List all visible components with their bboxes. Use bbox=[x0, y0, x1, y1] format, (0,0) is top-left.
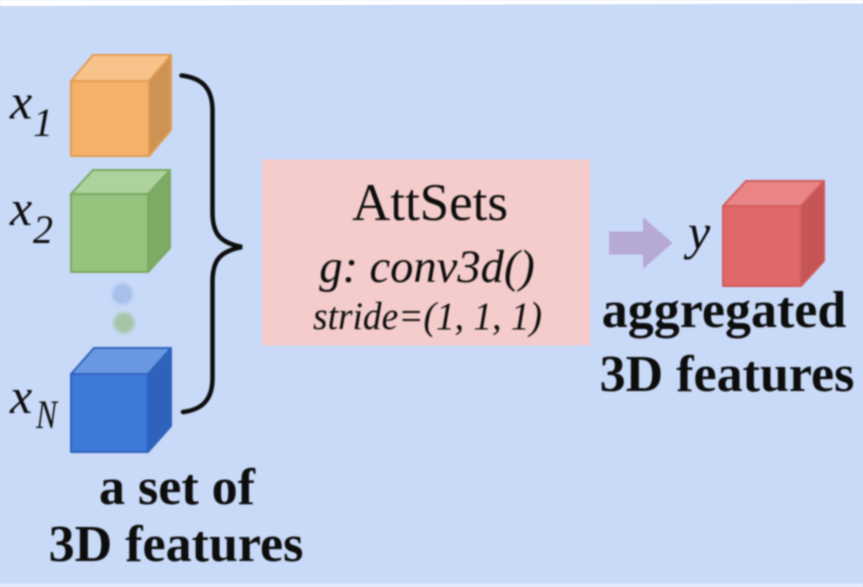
svg-text:x: x bbox=[9, 180, 32, 236]
svg-text:1: 1 bbox=[33, 100, 53, 145]
svg-text:x: x bbox=[9, 74, 32, 130]
svg-text:x: x bbox=[9, 368, 32, 424]
svg-text:g: conv3d(): g: conv3d() bbox=[319, 242, 535, 293]
svg-text:stride=(1, 1, 1): stride=(1, 1, 1) bbox=[313, 294, 542, 338]
svg-text:N: N bbox=[35, 392, 59, 437]
svg-text:3D features: 3D features bbox=[49, 516, 304, 573]
svg-text:a set of: a set of bbox=[99, 459, 256, 516]
svg-text:y: y bbox=[683, 204, 711, 260]
svg-text:AttSets: AttSets bbox=[352, 174, 508, 232]
svg-text:aggregated: aggregated bbox=[602, 282, 847, 339]
svg-text:3D features: 3D features bbox=[600, 346, 855, 403]
svg-text:2: 2 bbox=[33, 207, 53, 252]
